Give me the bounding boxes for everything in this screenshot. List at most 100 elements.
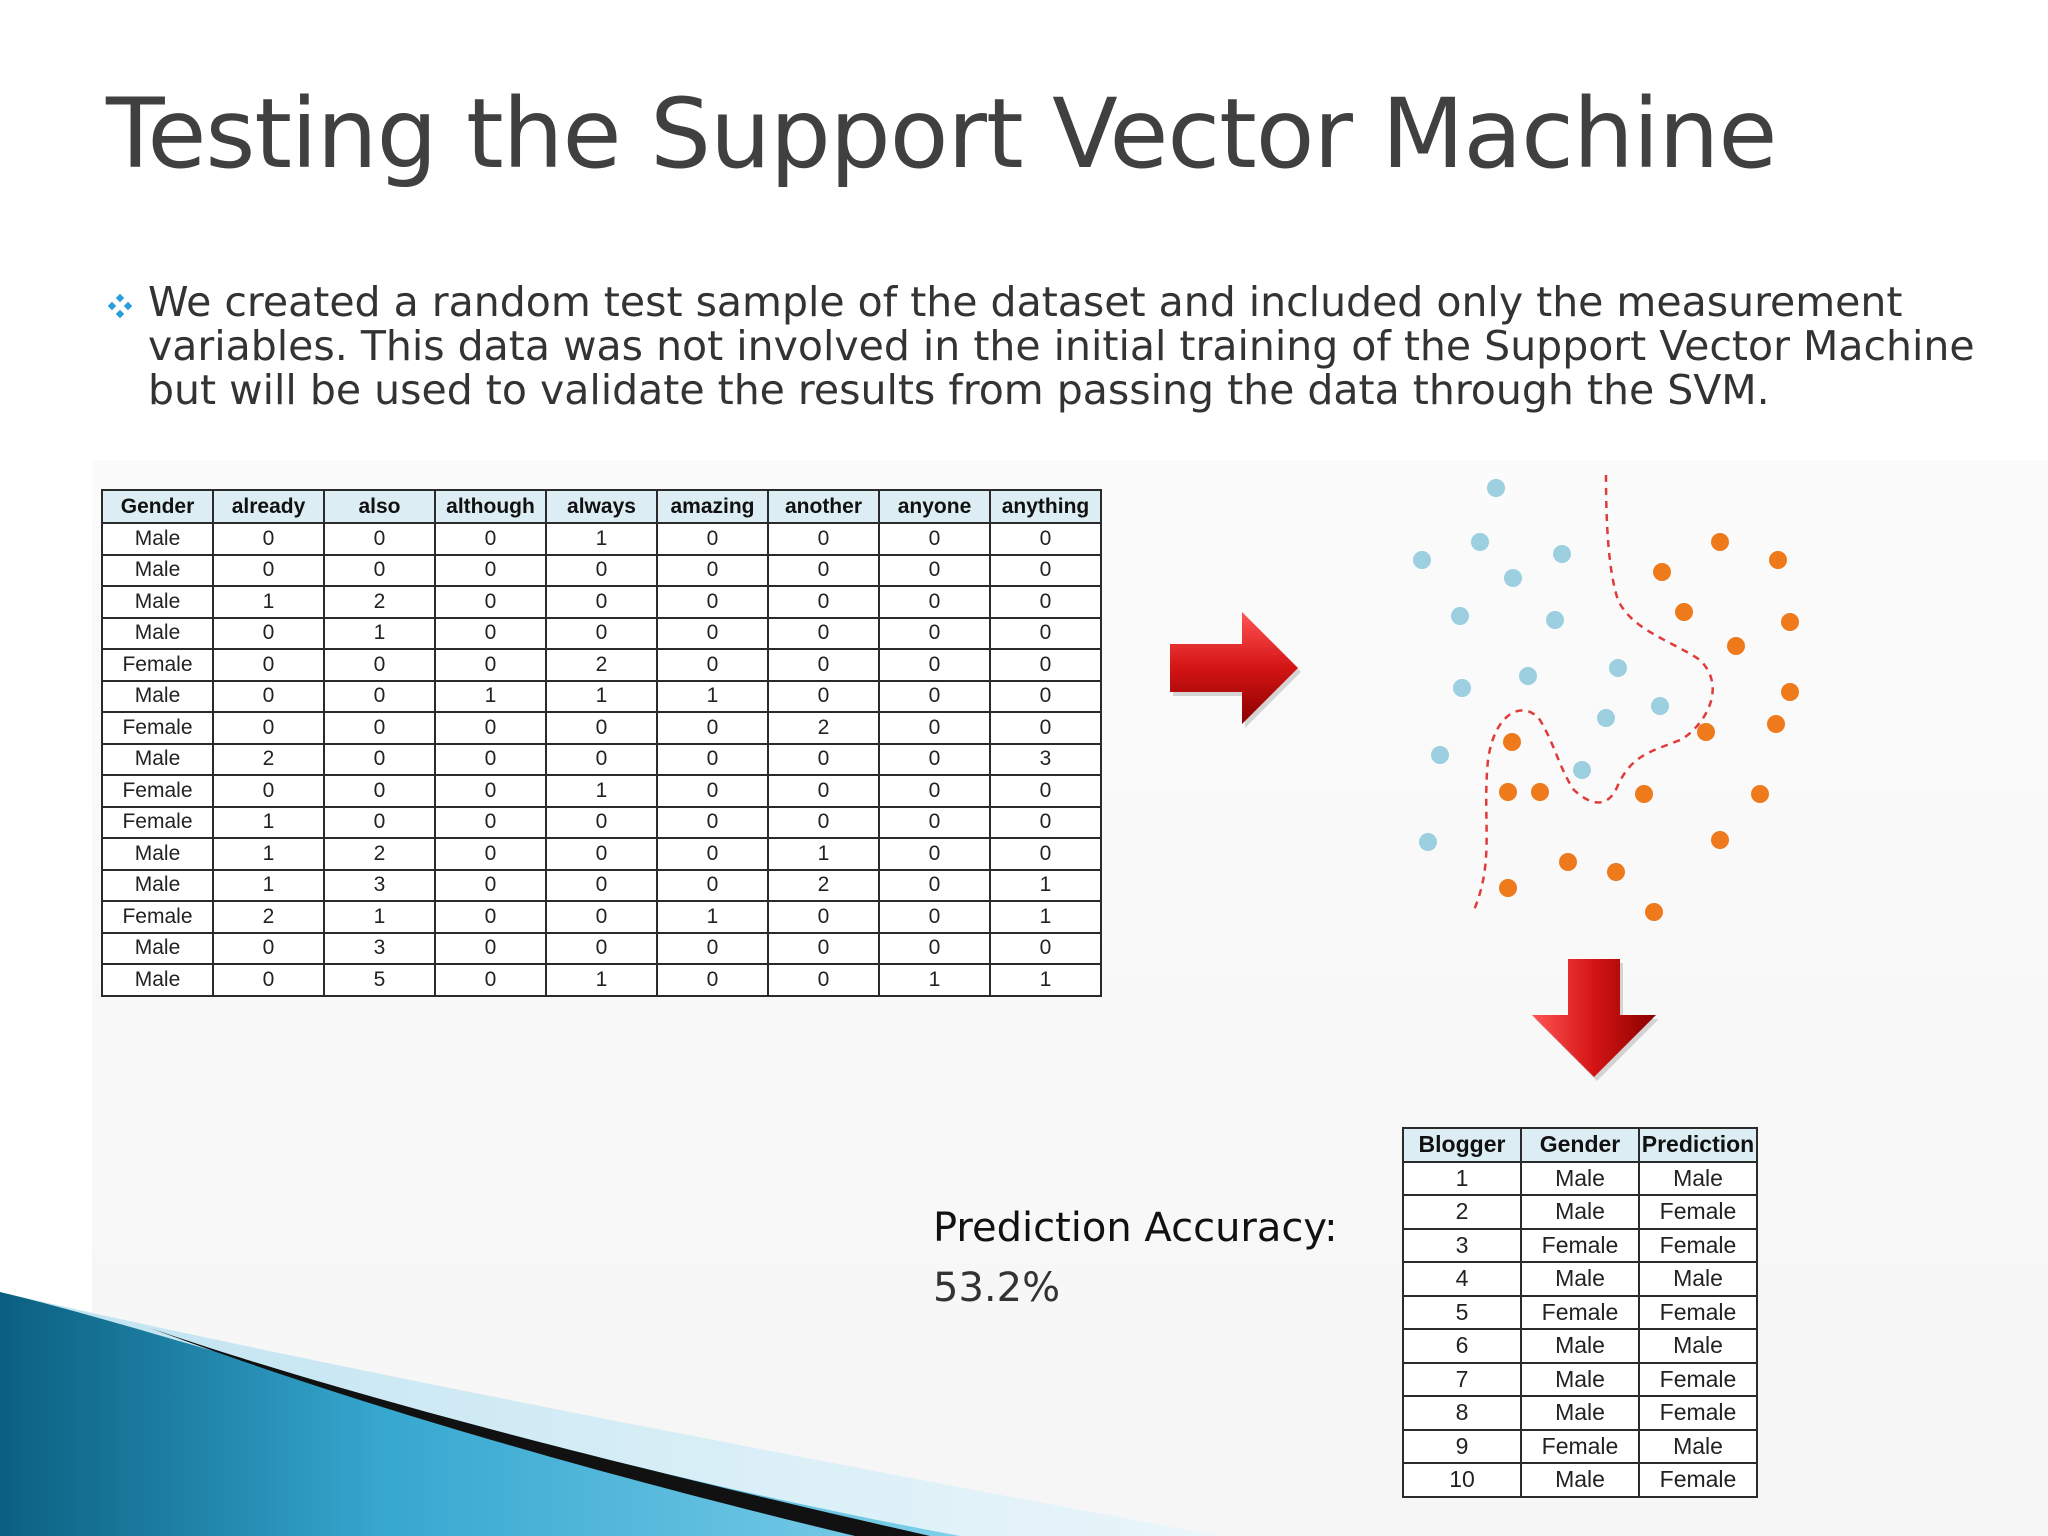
class-a-point: [1609, 659, 1627, 677]
table-cell: 0: [212, 774, 325, 808]
table-cell: 5: [323, 963, 436, 997]
table-cell: 0: [545, 900, 658, 934]
table-cell: 0: [878, 648, 991, 682]
class-a-point: [1451, 607, 1469, 625]
table-cell: Female: [1520, 1294, 1640, 1330]
table-cell: Female: [101, 805, 214, 839]
table-cell: 0: [434, 963, 547, 997]
table-cell: 1: [1402, 1160, 1522, 1196]
table-cell: 0: [323, 774, 436, 808]
class-a-point: [1504, 569, 1522, 587]
column-header: Gender: [1520, 1127, 1640, 1163]
table-cell: 0: [434, 900, 547, 934]
table-cell: 3: [1402, 1227, 1522, 1263]
table-cell: 0: [767, 585, 880, 619]
table-cell: 2: [212, 900, 325, 934]
slide-title: Testing the Support Vector Machine: [106, 78, 1777, 190]
table-cell: Male: [101, 679, 214, 713]
class-b-point: [1499, 879, 1517, 897]
table-cell: Male: [101, 963, 214, 997]
table-cell: 0: [434, 742, 547, 776]
table-cell: Male: [1520, 1395, 1640, 1431]
column-header: amazing: [656, 489, 769, 524]
table-cell: 1: [545, 774, 658, 808]
table-cell: Female: [1638, 1395, 1758, 1431]
class-b-point: [1767, 715, 1785, 733]
table-cell: 0: [767, 900, 880, 934]
class-a-point: [1553, 545, 1571, 563]
table-cell: 10: [1402, 1462, 1522, 1498]
table-cell: 3: [989, 742, 1102, 776]
table-cell: 0: [767, 648, 880, 682]
table-cell: 0: [656, 805, 769, 839]
decorative-swoosh: [0, 1292, 1220, 1536]
table-cell: 1: [545, 679, 658, 713]
column-header: Blogger: [1402, 1127, 1522, 1163]
class-b-point: [1653, 563, 1671, 581]
class-b-point: [1607, 863, 1625, 881]
class-a-point: [1431, 746, 1449, 764]
table-cell: 0: [656, 585, 769, 619]
table-cell: 0: [434, 553, 547, 587]
table-cell: 2: [767, 868, 880, 902]
right-arrow-icon: [1170, 612, 1301, 728]
table-cell: 1: [212, 837, 325, 871]
table-cell: 0: [545, 553, 658, 587]
column-header: already: [212, 489, 325, 524]
class-a-point: [1651, 697, 1669, 715]
bullet-text: We created a random test sample of the d…: [148, 278, 1975, 414]
class-a-point: [1573, 761, 1591, 779]
table-cell: 1: [545, 522, 658, 556]
class-b-point: [1711, 831, 1729, 849]
table-cell: 1: [212, 585, 325, 619]
class-a-point: [1471, 533, 1489, 551]
table-cell: Male: [1520, 1361, 1640, 1397]
class-a-point: [1519, 667, 1537, 685]
table-cell: 1: [767, 837, 880, 871]
table-cell: 0: [434, 837, 547, 871]
table-cell: 0: [878, 616, 991, 650]
table-cell: 0: [878, 742, 991, 776]
class-b-point: [1531, 783, 1549, 801]
class-b-point: [1635, 785, 1653, 803]
table-cell: Female: [101, 774, 214, 808]
decision-boundary: [1472, 474, 1714, 911]
table-header-row: Gender already also although always amaz…: [101, 489, 1102, 524]
table-cell: Male: [1520, 1261, 1640, 1297]
class-a-point: [1413, 551, 1431, 569]
table-cell: Male: [101, 931, 214, 965]
down-arrow-icon: [1532, 959, 1659, 1081]
class-b-point: [1697, 723, 1715, 741]
table-cell: 0: [434, 616, 547, 650]
table-cell: Female: [1638, 1194, 1758, 1230]
table-cell: 1: [323, 616, 436, 650]
table-cell: 1: [212, 868, 325, 902]
table-cell: 0: [656, 868, 769, 902]
table-cell: 0: [989, 522, 1102, 556]
table-cell: 2: [212, 742, 325, 776]
table-cell: 0: [989, 931, 1102, 965]
table-cell: 2: [767, 711, 880, 745]
column-header: always: [545, 489, 658, 524]
table-cell: 0: [212, 616, 325, 650]
class-a-point: [1487, 479, 1505, 497]
table-cell: Male: [101, 585, 214, 619]
table-cell: Female: [1520, 1428, 1640, 1464]
class-a-point: [1546, 611, 1564, 629]
table-cell: 0: [656, 616, 769, 650]
class-b-point: [1499, 783, 1517, 801]
